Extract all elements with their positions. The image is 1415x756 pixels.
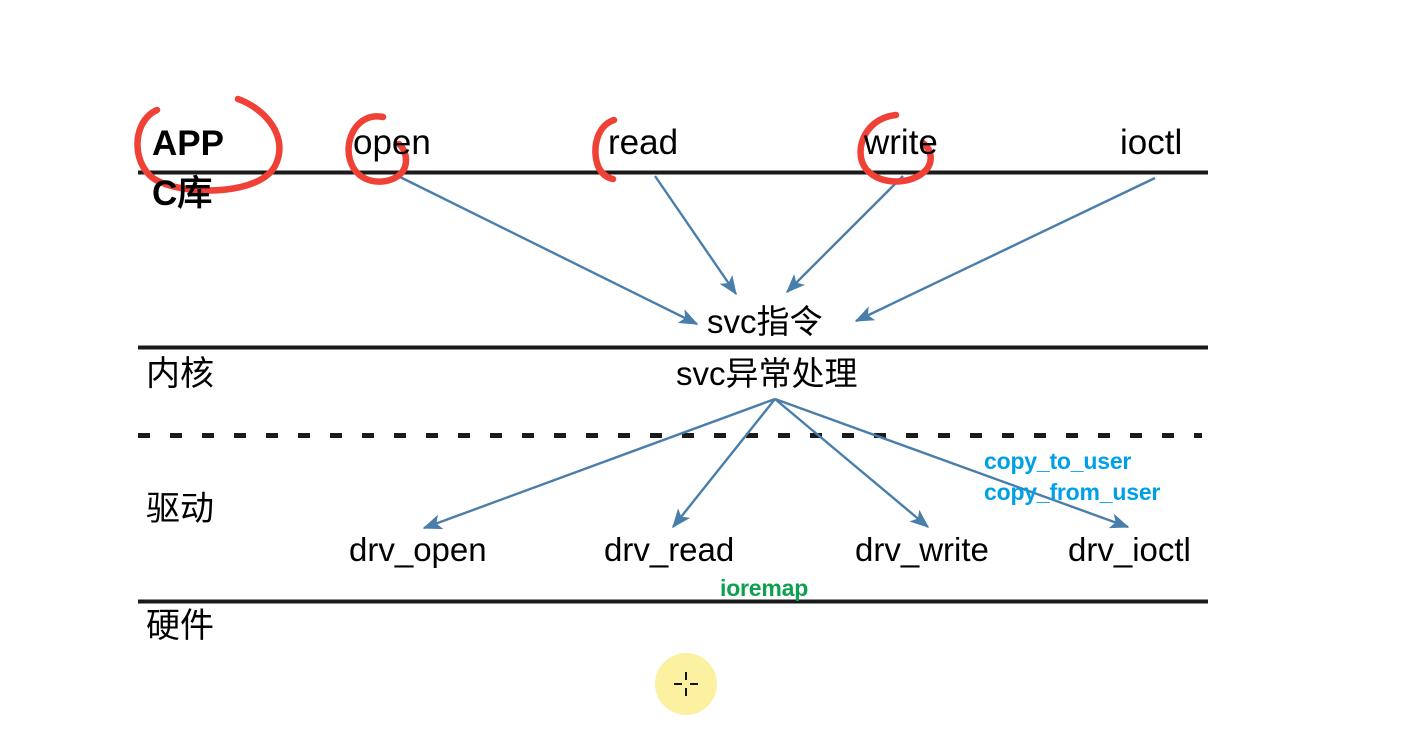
cursor-highlight-puck bbox=[655, 653, 717, 715]
red-circle-write bbox=[857, 111, 934, 185]
layer-label-kernel: 内核 bbox=[146, 355, 214, 393]
arrow-svc-to-drv-write bbox=[774, 398, 930, 528]
node-label-svc-instruction: svc指令 bbox=[707, 303, 823, 340]
layer-label-driver: 驱动 bbox=[146, 490, 214, 528]
driver-label-drv-open: drv_open bbox=[349, 531, 487, 568]
driver-label-drv-write: drv_write bbox=[855, 531, 989, 568]
layer-label-app: APP bbox=[152, 124, 224, 163]
arrow-svc-to-drv-read bbox=[672, 398, 776, 529]
annotation-copy-to-user: copy_to_user bbox=[984, 448, 1132, 474]
red-circle-open bbox=[345, 113, 410, 185]
driver-label-drv-ioctl: drv_ioctl bbox=[1068, 531, 1191, 568]
api-label-write: write bbox=[864, 123, 938, 162]
red-circle-app bbox=[134, 95, 283, 194]
api-label-open: open bbox=[353, 123, 431, 162]
node-label-svc-handler: svc异常处理 bbox=[676, 355, 858, 392]
crosshair-cursor-icon bbox=[674, 672, 698, 696]
driver-label-drv-read: drv_read bbox=[604, 531, 735, 568]
arrow-write-to-svc bbox=[785, 175, 904, 294]
layer-label-clib: C库 bbox=[152, 174, 213, 213]
layer-label-hardware: 硬件 bbox=[146, 607, 214, 645]
arrow-open-to-svc bbox=[397, 174, 699, 326]
api-label-ioctl: ioctl bbox=[1120, 123, 1183, 162]
api-label-read: read bbox=[608, 123, 679, 162]
annotation-ioremap: ioremap bbox=[720, 575, 809, 601]
arrow-svc-to-drv-ioctl bbox=[774, 397, 1130, 529]
arrow-read-to-svc bbox=[654, 175, 737, 296]
annotation-copy-from-user: copy_from_user bbox=[984, 479, 1161, 505]
red-circle-read bbox=[592, 116, 618, 183]
arrow-ioctl-to-svc bbox=[854, 176, 1156, 323]
arrow-svc-to-drv-open bbox=[422, 397, 776, 530]
